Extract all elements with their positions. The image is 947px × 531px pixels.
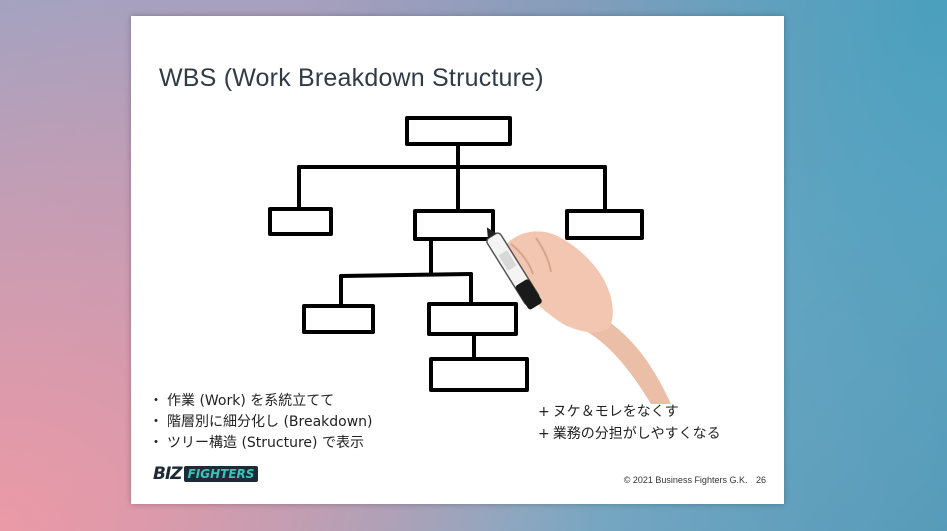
benefit-item: +業務の分担がしやすくなる [538,426,721,442]
slide-footer: © 2021 Business Fighters G.K. 26 [624,475,766,485]
bullet-item: ・ツリー構造 (Structure) で表示 [149,435,364,451]
hand-with-marker-icon [486,227,671,404]
logo-text-biz: BIZ [153,463,183,484]
tree-node-level2-center [413,209,495,241]
bullet-item: ・階層別に細分化し (Breakdown) [149,414,373,430]
tree-connector [339,272,473,278]
tree-node-level2-right [565,209,644,240]
biz-fighters-logo: BIZ FIGHTERS [153,461,259,486]
benefit-list: +ヌケ＆モレをなくす +業務の分担がしやすくなる [538,401,721,445]
benefit-item: +ヌケ＆モレをなくす [538,404,679,420]
slide: WBS (Work Breakdown Structure) [131,16,784,504]
bullet-item: ・作業 (Work) を系統立てて [149,393,335,409]
tree-node-level2-left [268,207,333,236]
wbs-tree-diagram [268,116,644,392]
logo-text-fighters: FIGHTERS [183,465,259,482]
copyright-text: © 2021 Business Fighters G.K. [623,475,748,485]
page-number: 26 [755,475,766,485]
bullet-list: ・作業 (Work) を系統立てて ・階層別に細分化し (Breakdown) … [149,391,373,454]
tree-node-level3-left [302,304,375,334]
tree-node-level4 [429,357,529,392]
slide-title: WBS (Work Breakdown Structure) [159,64,544,92]
